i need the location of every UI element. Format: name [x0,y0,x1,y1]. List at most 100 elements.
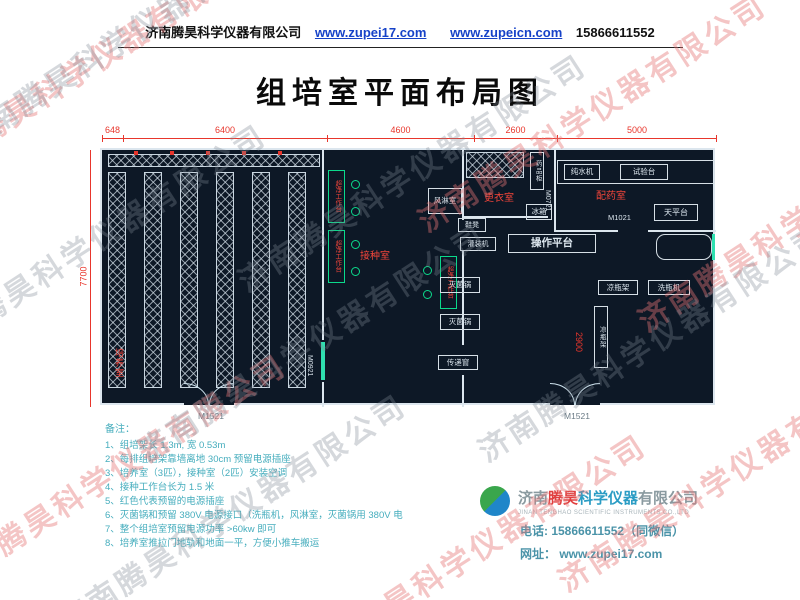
culture-rack-3 [180,172,198,388]
dim-2600: 2600 [505,125,526,135]
dim-648: 648 [104,125,121,135]
clean-bench-1: 超净工作台 [328,170,345,223]
dim-tick [327,135,328,142]
company-logo-icon [480,486,510,516]
transfer-window: 传递窗 [438,355,478,370]
clean-bench-2: 超净工作台 [328,230,345,283]
stool [351,240,360,249]
dim-tick [716,135,717,142]
wall [322,150,324,340]
door-label-m1521-left: M1521 [198,411,224,421]
dimension-line-top [102,138,717,139]
door-arc [575,383,600,405]
culture-rack-4 [216,172,234,388]
door-label-m1521-right: M1521 [564,411,590,421]
filling-machine: 灌装机 [460,237,496,251]
stool [423,266,432,275]
sink [656,234,712,260]
door-label-m0921: M0921 [306,355,313,377]
note-item-4: 4、接种工作台长为 1.5 米 [105,482,215,493]
stool [351,180,360,189]
header-link-zupei17[interactable]: www.zupei17.com [314,25,427,40]
power-socket [278,151,282,155]
room-label-dispensing: 配药室 [596,191,626,202]
bottle-rack-h: 凉瓶架 [598,280,638,295]
bottle-washer: 洗瓶机 [648,280,690,295]
room-label-changing: 更衣室 [484,193,514,204]
footer-company-suffix: 有限公司 [638,489,699,507]
wall [648,230,716,232]
footer-company-english: JINAN TENGHAO SCIENTIFIC INSTRUMENTS CO.… [518,509,690,516]
stool [423,290,432,299]
floor-plan: 648 6400 4600 2600 5000 7700 培养室 M0921 超… [79,126,717,420]
note-item-8: 8、培养室推拉门地轨和地面一平，方便小推车搬运 [105,538,320,549]
balance-table: 天平台 [654,204,698,221]
wall [554,230,618,232]
culture-rack-5 [252,172,270,388]
operation-platform: 操作平台 [508,234,596,253]
room-label-inoculation: 接种室 [360,251,390,262]
room-label-culture: 培养室 [114,348,124,378]
dim-tick [474,135,475,142]
dim-tick [102,135,103,142]
wall [462,150,464,220]
note-item-5: 5、红色代表预留的电源插座 [105,496,225,507]
dim-6400: 6400 [214,125,236,135]
notes-block: 备注： 1、组培架长 1.3m, 宽 0.53m 2、每排组培架靠墙离地 30c… [105,420,485,551]
note-item-3: 3、培养室（3匹），接种室（2匹）安装空调 [105,468,288,479]
door-label-m0721: M0721 [544,190,551,212]
dimension-line-left [90,150,91,407]
footer-brand: 济南腾昊科学仪器有限公司 JINAN TENGHAO SCIENTIFIC IN… [480,486,730,562]
door-right [712,234,715,260]
counter [557,160,715,184]
shoe-bench: 鞋凳 [458,218,486,232]
water-purifier: 纯水机 [564,164,600,180]
dim-2900: 2900 [574,331,584,353]
power-socket [134,151,138,155]
culture-rack-6 [288,172,306,388]
medicine-cabinet: 药品柜 [530,152,544,190]
dim-tick [557,135,558,142]
page-title: 组培室平面布局图 [256,77,544,110]
wall [462,250,464,345]
footer-website: 网址： www.zupei17.com [520,547,663,561]
power-socket [170,151,174,155]
dim-5000: 5000 [626,125,648,135]
culture-rack-1 [108,172,126,388]
culture-rack-2 [144,172,162,388]
sliding-door [321,342,325,380]
wall [554,150,556,230]
notes-title: 备注： [105,424,135,435]
dim-7700: 7700 [78,266,89,287]
bottle-rack-v: 凉瓶架 [594,306,608,368]
wall [322,382,324,407]
sterilizer-1: 灭菌锅 [440,277,480,293]
header-phone: 15866611552 [575,25,655,40]
header-link-zupeicn[interactable]: www.zupeicn.com [450,25,563,40]
footer-phone: 电话: 15866611552（同微信） [520,524,685,538]
wall [464,216,548,218]
dim-tick [123,135,124,142]
culture-rack-top [108,154,320,167]
note-item-6: 6、灭菌锅和预留 380V 电源接口（洗瓶机，风淋室，灭菌锅用 380V 电 [105,510,403,521]
header-company-name: 济南腾昊科学仪器有限公司 [145,25,302,40]
footer-company-name: 济南腾昊科学仪器有限公司 [518,487,698,508]
room-air-shower: 风淋室 [428,188,462,214]
page-header: 济南腾昊科学仪器有限公司 www.zupei17.com www.zupeicn… [0,22,800,41]
power-socket [206,151,210,155]
stool [351,207,360,216]
door-arc [550,383,575,405]
sterilizer-2: 灭菌锅 [440,314,480,330]
door-label-m1021: M1021 [608,213,631,222]
door-arc [209,383,234,405]
wall [462,375,464,407]
footer-company-brand: 腾昊 [548,489,579,507]
header-divider [118,47,683,48]
fridge: 冰箱 [526,204,552,220]
dim-4600: 4600 [390,125,411,135]
door-arc [184,383,209,405]
note-item-2: 2、每排组培架靠墙离地 30cm 预留电源插座 [105,454,291,465]
shelf-rack [466,152,524,178]
stool [351,267,360,276]
footer-company-type: 科学仪器 [578,489,639,507]
